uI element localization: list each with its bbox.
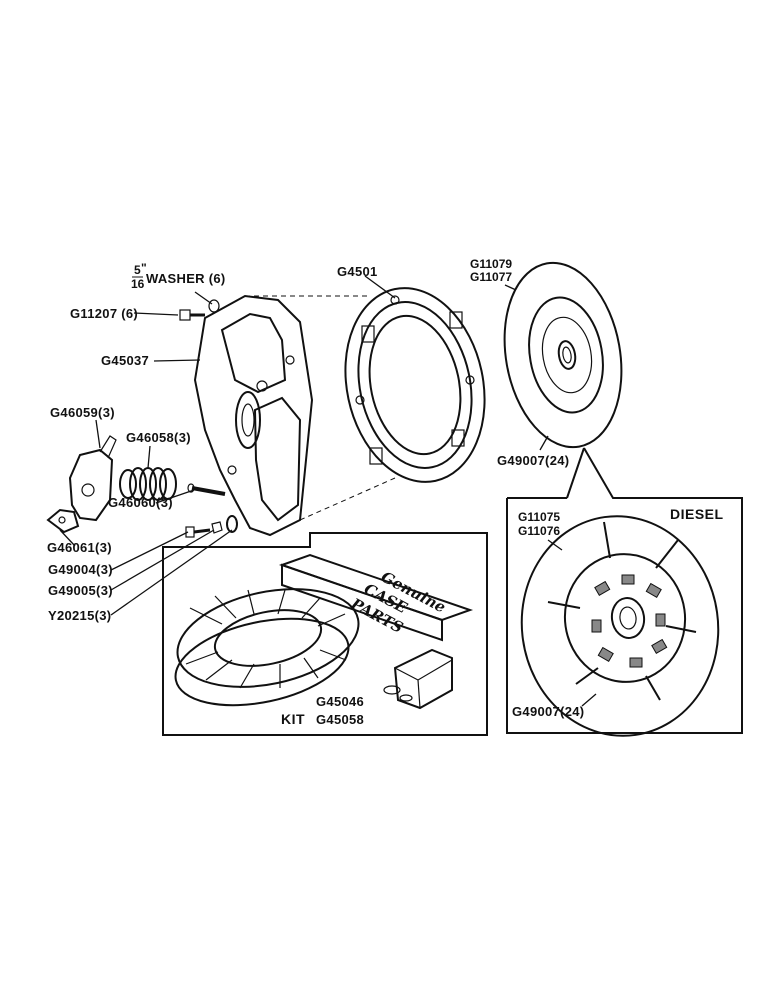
callout-labels: 5 " 16 WASHER (6) G11207 (6) G45037 G460… bbox=[47, 257, 569, 623]
callout-washer-frac-den: 16 bbox=[131, 277, 145, 291]
callout-g49004: G49004(3) bbox=[48, 562, 113, 577]
diesel-title: DIESEL bbox=[670, 506, 724, 522]
pressure-plate-g4501 bbox=[344, 287, 486, 483]
diesel-callout-g11076: G11076 bbox=[518, 524, 560, 538]
clip-g46061 bbox=[46, 508, 80, 534]
callout-g45037: G45037 bbox=[101, 353, 149, 368]
callout-g46061: G46061(3) bbox=[47, 540, 112, 555]
callout-g11079: G11079 bbox=[470, 257, 512, 271]
clutch-disc-gasoline bbox=[503, 261, 623, 449]
release-lever-g46059 bbox=[68, 435, 117, 522]
callout-g46059: G46059(3) bbox=[50, 405, 115, 420]
bolt-g11207 bbox=[179, 299, 220, 321]
back-plate-g45037 bbox=[193, 294, 396, 537]
callout-washer: WASHER (6) bbox=[146, 271, 226, 286]
diesel-callout-g49007: G49007(24) bbox=[512, 704, 584, 719]
kit-part-2: G45058 bbox=[316, 712, 364, 727]
callout-washer-frac-num: 5 bbox=[134, 263, 141, 277]
kit-label: KIT bbox=[281, 711, 305, 727]
callout-g46060: G46060(3) bbox=[108, 495, 173, 510]
callout-g49005: G49005(3) bbox=[48, 583, 113, 598]
callout-g11077: G11077 bbox=[470, 270, 512, 284]
diesel-callout-g11075: G11075 bbox=[518, 510, 560, 524]
callout-g49007-top: G49007(24) bbox=[497, 453, 569, 468]
kit-part-1: G45046 bbox=[316, 694, 364, 709]
callout-g46058: G46058(3) bbox=[126, 430, 191, 445]
bolt-set bbox=[185, 515, 238, 538]
diesel-inset: DIESEL G11075 G11076 G49007(24) bbox=[506, 447, 743, 737]
pin-g46060 bbox=[187, 483, 226, 496]
callout-washer-inch: " bbox=[141, 261, 147, 275]
kit-inset: Genuine CASE PARTS G45046 KIT G bbox=[162, 532, 488, 736]
callout-g11207: G11207 (6) bbox=[70, 306, 138, 321]
callout-y20215: Y20215(3) bbox=[48, 608, 111, 623]
callout-g4501: G4501 bbox=[337, 264, 378, 279]
